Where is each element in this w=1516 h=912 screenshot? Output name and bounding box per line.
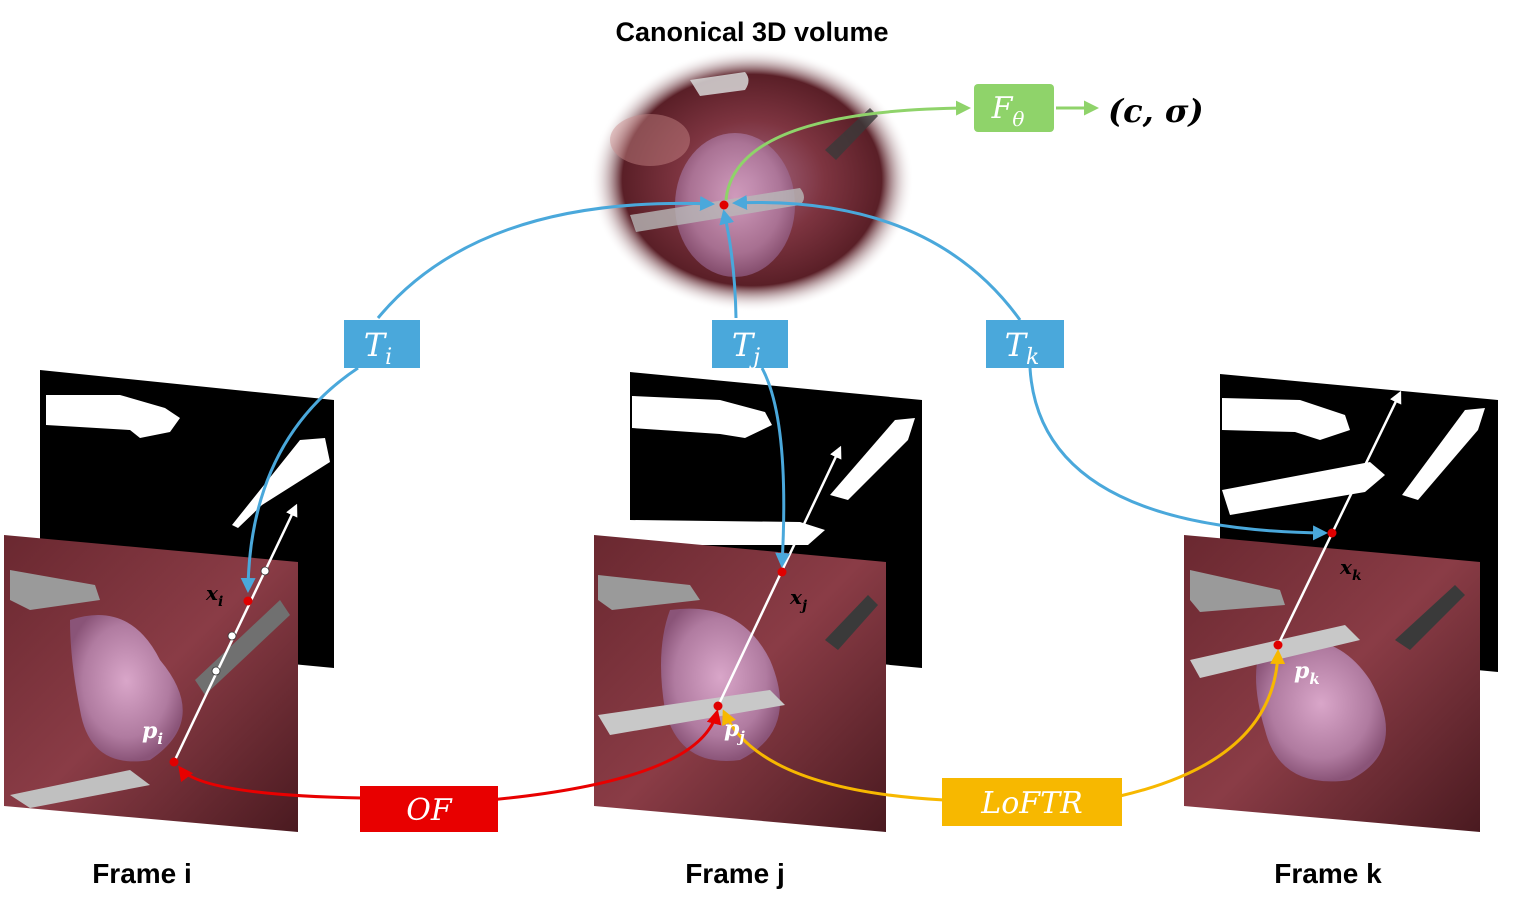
svg-text:Fθ: Fθ <box>991 91 1025 131</box>
transform-box-k: Tk <box>986 320 1064 370</box>
transform-label: T <box>364 326 388 364</box>
arc-tj-down <box>760 367 791 568</box>
ray-j <box>716 445 842 707</box>
svg-text:xk: xk <box>1339 555 1362 584</box>
pixel-label-sub: k <box>1309 670 1319 688</box>
svg-text:Tk: Tk <box>1005 326 1040 370</box>
arc-ti-down <box>240 366 359 593</box>
pixel-label: p <box>724 716 740 742</box>
svg-text:xi: xi <box>205 581 223 610</box>
pixel-point-k <box>1273 640 1283 650</box>
arc-loftr-right <box>1119 649 1286 798</box>
sample-point-j <box>777 567 787 577</box>
arc-of-left <box>178 765 363 800</box>
svg-text:pk: pk <box>1294 658 1320 688</box>
pixel-point-j <box>713 701 723 711</box>
arc-of <box>489 709 722 802</box>
frame-k <box>1184 374 1498 832</box>
sample-point-i <box>243 596 253 606</box>
sample-point-k <box>1327 528 1337 538</box>
pixel-label: p <box>1294 658 1310 684</box>
canonical-point <box>719 200 729 210</box>
image-j <box>594 535 886 832</box>
transform-label-sub: i <box>385 345 392 370</box>
point-label: x <box>205 581 219 605</box>
svg-text:Tj: Tj <box>732 326 760 370</box>
point-label-sub: i <box>218 594 223 610</box>
point-label-sub: k <box>1352 568 1362 584</box>
ray-sample <box>227 631 237 641</box>
transform-label-sub: k <box>1026 345 1039 370</box>
arc-to-network <box>724 100 971 201</box>
loftr-box: LoFTR <box>942 778 1122 826</box>
frame-j <box>594 372 922 832</box>
pixel-label: p <box>142 718 158 744</box>
loftr-label: LoFTR <box>980 786 1082 821</box>
transform-label: T <box>732 326 756 364</box>
transform-box-j: Tj <box>712 320 788 370</box>
canonical-volume <box>590 48 914 312</box>
image-i <box>4 535 298 832</box>
of-label: OF <box>406 793 453 828</box>
arc-tk-down <box>1028 367 1328 541</box>
pixel-point-i <box>169 757 179 767</box>
frame-i <box>4 370 334 832</box>
frame-label-k: Frame k <box>1274 858 1382 889</box>
arc-tk-up <box>732 195 1022 321</box>
title: Canonical 3D volume <box>615 17 888 47</box>
transform-label: T <box>1005 326 1029 364</box>
svg-text:pj: pj <box>724 716 745 746</box>
svg-text:Ti: Ti <box>364 326 392 370</box>
image-k <box>1184 535 1480 832</box>
point-label-sub: j <box>799 598 807 614</box>
network-label-sub: θ <box>1012 107 1024 131</box>
arc-loftr-left <box>722 709 945 802</box>
transform-box-i: Ti <box>344 320 420 370</box>
ray-k <box>1276 390 1402 646</box>
svg-text:xj: xj <box>789 585 807 614</box>
network-output: (c, σ) <box>1108 92 1204 130</box>
ray-sample <box>211 666 221 676</box>
arc-tj-up <box>719 209 738 319</box>
of-box: OF <box>360 786 498 832</box>
network-label: F <box>991 91 1014 126</box>
frame-label-j: Frame j <box>685 858 785 889</box>
pixel-label-sub: j <box>736 728 745 746</box>
ray-sample <box>260 566 270 576</box>
svg-text:pi: pi <box>142 718 163 748</box>
point-label: x <box>789 585 803 609</box>
pixel-label-sub: i <box>157 730 163 748</box>
point-label: x <box>1339 555 1353 579</box>
arc-ti-up <box>376 196 715 319</box>
network-box: Fθ <box>974 84 1054 132</box>
frame-label-i: Frame i <box>92 858 192 889</box>
